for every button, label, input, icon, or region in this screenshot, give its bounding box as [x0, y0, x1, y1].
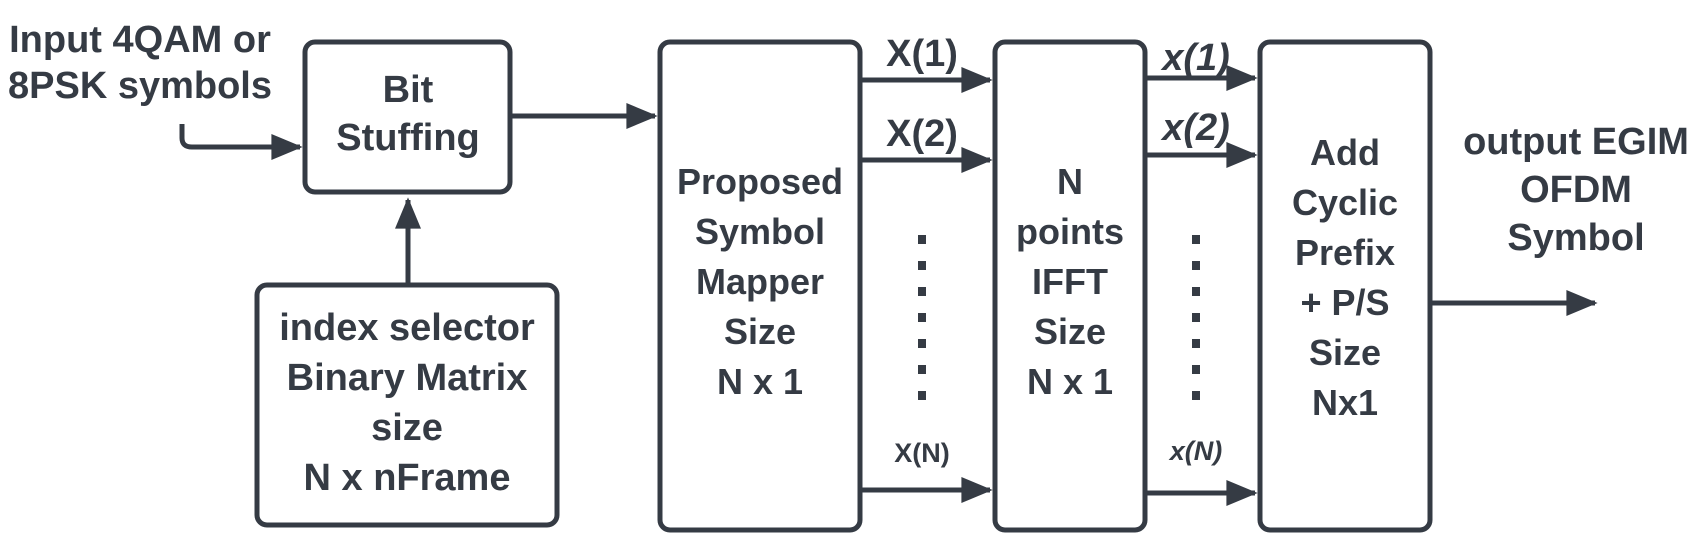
- cyclic-prefix-label-line-2: Cyclic: [1292, 182, 1398, 223]
- ellipsis-time-dot: [1192, 391, 1200, 400]
- ellipsis-freq-dot: [918, 391, 926, 400]
- symbol-mapper-label-line-2: Symbol: [695, 211, 825, 252]
- bit-stuffing-block: [302, 39, 513, 195]
- ellipsis-freq-dot: [918, 313, 926, 322]
- symbol-mapper-label-line-3: Mapper: [696, 261, 824, 302]
- signal-X1-label: X(1): [886, 33, 958, 75]
- ellipsis-freq-dot: [918, 339, 926, 348]
- cyclic-prefix-label-line-3: Prefix: [1295, 232, 1395, 273]
- input-label-line-2: 8PSK symbols: [8, 65, 272, 107]
- signal-xN-label: x(N): [1168, 436, 1223, 466]
- signal-XN-label: X(N): [894, 438, 950, 468]
- ellipsis-dots-time: [1192, 235, 1200, 400]
- ellipsis-dots-freq: [918, 235, 926, 400]
- output-label-line-1: output EGIM: [1463, 121, 1689, 163]
- input-label-line-1: Input 4QAM or: [9, 19, 271, 61]
- cyclic-prefix-label-line-5: Size: [1309, 332, 1381, 373]
- cyclic-prefix-block: [1257, 39, 1433, 533]
- ellipsis-time-dot: [1192, 261, 1200, 270]
- ifft-label-line-5: N x 1: [1027, 361, 1113, 402]
- ifft-label-line-1: N: [1057, 161, 1083, 202]
- ellipsis-freq-dot: [918, 235, 926, 244]
- cyclic-prefix-label-line-4: + P/S: [1300, 282, 1389, 323]
- index-selector-label-line-2: Binary Matrix: [287, 357, 528, 399]
- ellipsis-time-dot: [1192, 339, 1200, 348]
- ellipsis-freq-dot: [918, 365, 926, 374]
- bit-stuffing-label-line-2: Stuffing: [336, 117, 480, 159]
- symbol-mapper-label-line-1: Proposed: [677, 161, 843, 202]
- ellipsis-time-dot: [1192, 235, 1200, 244]
- signal-X2-label: X(2): [886, 113, 958, 155]
- ifft-label-line-4: Size: [1034, 311, 1106, 352]
- cyclic-prefix-label-line-6: Nx1: [1312, 382, 1378, 423]
- ellipsis-freq-dot: [918, 261, 926, 270]
- symbol-mapper-label-line-5: N x 1: [717, 361, 803, 402]
- ifft-label-line-3: IFFT: [1032, 261, 1108, 302]
- bit-stuffing-label-line-1: Bit: [383, 69, 434, 111]
- ellipsis-time-dot: [1192, 365, 1200, 374]
- index-selector-label-line-1: index selector: [279, 307, 535, 349]
- ifft-label-line-2: points: [1016, 211, 1124, 252]
- symbol-mapper-block: [657, 39, 863, 533]
- signal-x1-label: x(1): [1160, 37, 1230, 79]
- index-selector-label-line-4: N x nFrame: [304, 457, 511, 499]
- ifft-block: [992, 39, 1148, 533]
- input-arrow: [179, 124, 303, 160]
- symbol-mapper-label-line-4: Size: [724, 311, 796, 352]
- output-label-line-2: OFDM: [1520, 169, 1632, 211]
- index-selector-label-line-3: size: [371, 407, 443, 449]
- ellipsis-time-dot: [1192, 313, 1200, 322]
- ellipsis-freq-dot: [918, 287, 926, 296]
- ellipsis-time-dot: [1192, 287, 1200, 296]
- signal-x2-label: x(2): [1160, 107, 1230, 149]
- output-label-line-3: Symbol: [1507, 217, 1644, 259]
- cyclic-prefix-label-line-1: Add: [1310, 132, 1380, 173]
